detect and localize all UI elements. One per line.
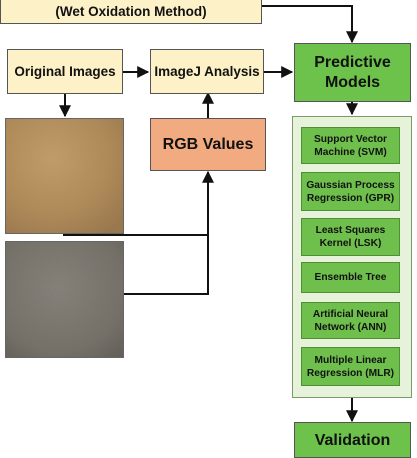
original-images-label: Original Images: [14, 64, 116, 79]
imagej-analysis-label: ImageJ Analysis: [154, 64, 260, 79]
arrow-top-to-predictive: [262, 5, 358, 44]
original-images-box: Original Images: [7, 49, 123, 94]
model-ensemble-tree: Ensemble Tree: [301, 262, 400, 293]
predictive-models-line2: Models: [324, 73, 381, 91]
soil-image-light-texture: [6, 119, 123, 233]
model-mlr-line1: Multiple Linear: [314, 354, 387, 366]
model-ensemble-tree-line1: Ensemble Tree: [314, 272, 387, 283]
wet-oxidation-box: (Wet Oxidation Method): [0, 0, 262, 24]
model-gpr-line1: Gaussian Process: [306, 179, 395, 191]
model-lsk-line1: Least Squares: [315, 225, 386, 236]
soil-image-grey: [5, 241, 124, 358]
model-svm: Support Vector Machine (SVM): [301, 127, 400, 164]
rgb-values-label: RGB Values: [162, 135, 254, 153]
imagej-analysis-box: ImageJ Analysis: [150, 49, 264, 94]
validation-label: Validation: [314, 432, 391, 449]
line-photo2-to-rgb: [124, 235, 209, 295]
model-svm-line2: Machine (SVM): [314, 146, 387, 158]
model-lsk: Least Squares Kernel (LSK): [301, 218, 400, 256]
soil-image-light: [5, 118, 124, 234]
model-svm-line1: Support Vector: [313, 133, 388, 145]
model-mlr: Multiple Linear Regression (MLR): [301, 347, 400, 386]
predictive-models-box: Predictive Models: [294, 43, 411, 102]
model-ann-line1: Artificial Neural: [312, 308, 389, 320]
model-lsk-line2: Kernel (LSK): [319, 238, 382, 249]
model-ann-line2: Network (ANN): [314, 321, 387, 333]
rgb-values-box: RGB Values: [150, 118, 266, 171]
predictive-models-line1: Predictive: [314, 53, 391, 71]
model-gpr: Gaussian Process Regression (GPR): [301, 172, 400, 211]
connector-lines: [59, 5, 358, 423]
model-ann: Artificial Neural Network (ANN): [301, 302, 400, 339]
model-mlr-line2: Regression (MLR): [306, 367, 395, 379]
wet-oxidation-label: (Wet Oxidation Method): [55, 4, 207, 19]
validation-box: Validation: [294, 422, 411, 458]
model-gpr-line2: Regression (GPR): [306, 192, 395, 204]
soil-image-grey-texture: [6, 242, 123, 357]
